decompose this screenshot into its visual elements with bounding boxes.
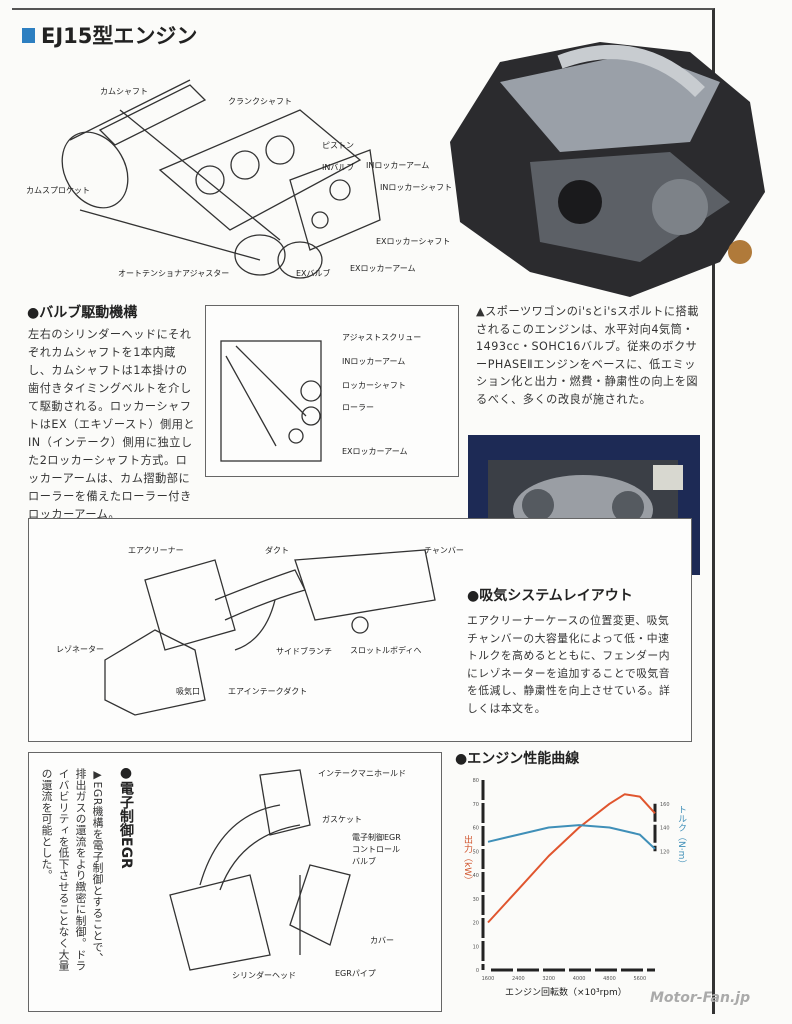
label-ex-rocker-arm: EXロッカーアーム: [350, 264, 416, 273]
label-egr-valve-3: バルブ: [352, 857, 376, 866]
label-ex-rocker-shaft: EXロッカーシャフト: [376, 237, 451, 246]
label-crankshaft: クランクシャフト: [228, 97, 292, 106]
torque-curve: [487, 824, 656, 850]
x-tick-label: 4000: [573, 976, 586, 982]
label-in-rocker-shaft: INロッカーシャフト: [380, 183, 453, 192]
engine-photo: [450, 42, 765, 297]
x-tick-label: 2400: [512, 976, 525, 982]
title-text: EJ15型エンジン: [41, 24, 198, 48]
chart-y2-label: トルク（N·m）: [676, 805, 686, 869]
egr-section-box: [28, 752, 442, 1012]
x-tick-label: 5600: [633, 976, 646, 982]
y-tick-label: 60: [473, 826, 479, 832]
x-tick-label: 1600: [482, 976, 495, 982]
intake-section-text: エアクリーナーケースの位置変更、吸気チャンバーの大容量化によって低・中速トルクを…: [467, 614, 671, 715]
x-tick-label: 4800: [603, 976, 616, 982]
valve-detail-figure: アジャストスクリュー INロッカーアーム ロッカーシャフト ローラー EXロッカ…: [205, 305, 459, 477]
performance-chart: 0 10 20 30 40 50 60 70 80 120 140 160 1600 2400 3200 40…: [473, 778, 670, 982]
watermark: Motor-Fan.jp: [650, 990, 751, 1006]
label-duct: ダクト: [265, 546, 289, 555]
intake-diagram: [104, 549, 436, 716]
label-resonator: レゾネーター: [56, 645, 104, 654]
y-tick-label: 70: [473, 802, 479, 808]
egr-section-heading: ●電子制御EGR: [118, 765, 134, 869]
label-ex-rocker-arm-detail: EXロッカーアーム: [342, 447, 408, 456]
label-in-valve: INバルブ: [322, 163, 355, 172]
y2-tick-label: 120: [660, 849, 670, 855]
page-title: EJ15型エンジン: [22, 20, 197, 50]
y-tick-label: 10: [473, 944, 479, 950]
label-roller: ローラー: [342, 403, 374, 412]
label-chamber: チャンバー: [424, 546, 464, 555]
power-curve: [487, 793, 656, 924]
chart-title: ●エンジン性能曲線: [455, 751, 580, 767]
chart-x-label: エンジン回転数（×10³rpm）: [505, 988, 627, 998]
label-to-throttle-body: スロットルボディへ: [350, 646, 422, 655]
label-egr-valve-1: 電子制御EGR: [352, 833, 401, 842]
label-air-cleaner: エアクリーナー: [128, 546, 184, 555]
valve-section-text: 左右のシリンダーヘッドにそれぞれカムシャフトを1本内蔵し、カムシャフトは1本掛け…: [28, 328, 196, 521]
y-tick-label: 80: [473, 778, 479, 784]
label-gasket: ガスケット: [322, 815, 362, 824]
y-tick-label: 30: [473, 897, 479, 903]
intake-section-heading: ●吸気システムレイアウト: [467, 588, 633, 604]
label-side-branch: サイドブランチ: [276, 647, 332, 656]
label-cylinder-head: シリンダーヘッド: [232, 971, 296, 980]
valvetrain-diagram: [61, 79, 381, 279]
label-auto-tensioner: オートテンショナアジャスター: [118, 269, 230, 278]
label-ex-valve: EXバルブ: [296, 269, 331, 278]
label-air-inlet: 吸気口: [176, 687, 200, 696]
engine-caption: ▲スポーツワゴンのi'sとi'sスポルトに搭載されるこのエンジンは、水平対向4気…: [476, 305, 699, 406]
y2-tick-label: 140: [660, 826, 670, 832]
label-in-rocker-arm-detail: INロッカーアーム: [342, 357, 406, 366]
valve-section-heading: ●バルブ駆動機構: [27, 305, 138, 321]
label-rocker-shaft: ロッカーシャフト: [342, 381, 406, 390]
label-piston: ピストン: [322, 141, 354, 150]
title-marker-icon: [22, 27, 35, 43]
label-in-rocker-arm: INロッカーアーム: [366, 161, 430, 170]
label-cam-sprocket: カムスプロケット: [26, 186, 90, 195]
label-adjust-screw: アジャストスクリュー: [342, 333, 422, 342]
label-camshaft: カムシャフト: [100, 87, 148, 96]
y-tick-label: 0: [476, 968, 479, 974]
label-intake-manifold: インテークマニホールド: [318, 769, 406, 778]
egr-section-text: ▶EGR機構を電子制御とすることで、排出ガスの還流をより緻密に制御。ドライバビリ…: [40, 768, 104, 972]
y-tick-label: 40: [473, 873, 479, 879]
page-frame: [12, 8, 715, 1014]
label-egr-pipe: EGRパイプ: [335, 969, 376, 978]
egr-diagram: [169, 769, 351, 971]
chart-y-label: 出力（kW）: [462, 835, 472, 886]
label-egr-valve-2: コントロール: [352, 845, 400, 854]
x-tick-label: 3200: [542, 976, 555, 982]
y-tick-label: 50: [473, 849, 479, 855]
label-air-intake-duct: エアインテークダクト: [228, 687, 308, 696]
label-cover: カバー: [370, 936, 394, 945]
y-tick-label: 20: [473, 921, 479, 927]
y2-tick-label: 160: [660, 802, 670, 808]
